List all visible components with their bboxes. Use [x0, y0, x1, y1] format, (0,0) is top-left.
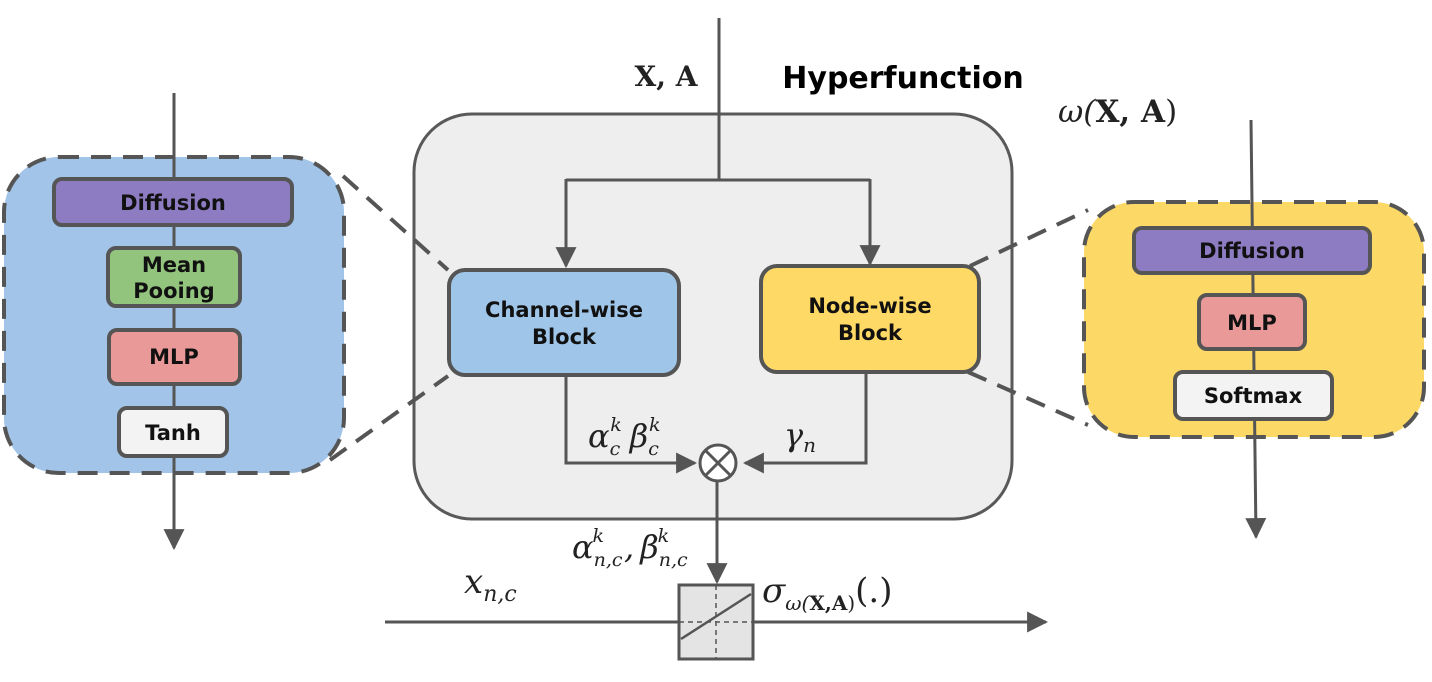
- tanh-box: [117, 406, 229, 458]
- omega-label: ω(X, A): [1058, 94, 1177, 130]
- right-diffusion-label: Diffusion: [1199, 239, 1305, 263]
- left-diffusion-label: Diffusion: [120, 191, 226, 215]
- x-nc-label: xn,c: [464, 562, 517, 607]
- right-mlp-label: MLP: [1227, 311, 1277, 335]
- mean-pooling-label-line2: Pooing: [133, 279, 214, 303]
- channel-wise-block: [447, 268, 681, 377]
- hyperfunction-panel: [412, 112, 1014, 521]
- zoom-line-left-top: [341, 174, 450, 272]
- channel-block-label-line1: Channel-wise: [485, 298, 643, 322]
- sigma-label: σω(X,A)(.): [762, 571, 893, 615]
- left-mlp-label: MLP: [149, 345, 199, 369]
- node-block-label-line2: Block: [838, 321, 903, 345]
- alpha-beta-nc-label: αn,ck,βn,ck: [572, 525, 688, 571]
- right-diffusion-box: [1132, 226, 1372, 275]
- node-block-label-line1: Node-wise: [808, 294, 931, 318]
- activation-function-icon: [677, 583, 755, 661]
- left-mlp-box: [107, 328, 242, 386]
- arrow-node-to-multiply: [742, 373, 868, 474]
- softmax-label: Softmax: [1204, 384, 1303, 408]
- arrow-channel-to-multiply: [564, 376, 698, 474]
- channel-block-label-line2: Block: [532, 325, 597, 349]
- mean-pooling-label-line1: Mean: [142, 253, 206, 277]
- softmax-box: [1173, 370, 1334, 421]
- node-wise-block: [759, 264, 981, 374]
- mean-pooling-box: [106, 246, 242, 308]
- hyperfunction-title: Hyperfunction: [782, 61, 1023, 96]
- gamma-n-label: γn: [784, 416, 816, 457]
- tanh-label: Tanh: [145, 421, 201, 445]
- right-mlp-box: [1197, 293, 1307, 351]
- multiply-icon: [698, 443, 738, 483]
- input-xa-label: X, A: [635, 60, 699, 93]
- left-diffusion-box: [52, 177, 294, 227]
- zoom-line-right-top: [969, 208, 1089, 268]
- zoom-line-left-bottom: [328, 374, 450, 462]
- zoom-line-right-bottom: [967, 370, 1089, 427]
